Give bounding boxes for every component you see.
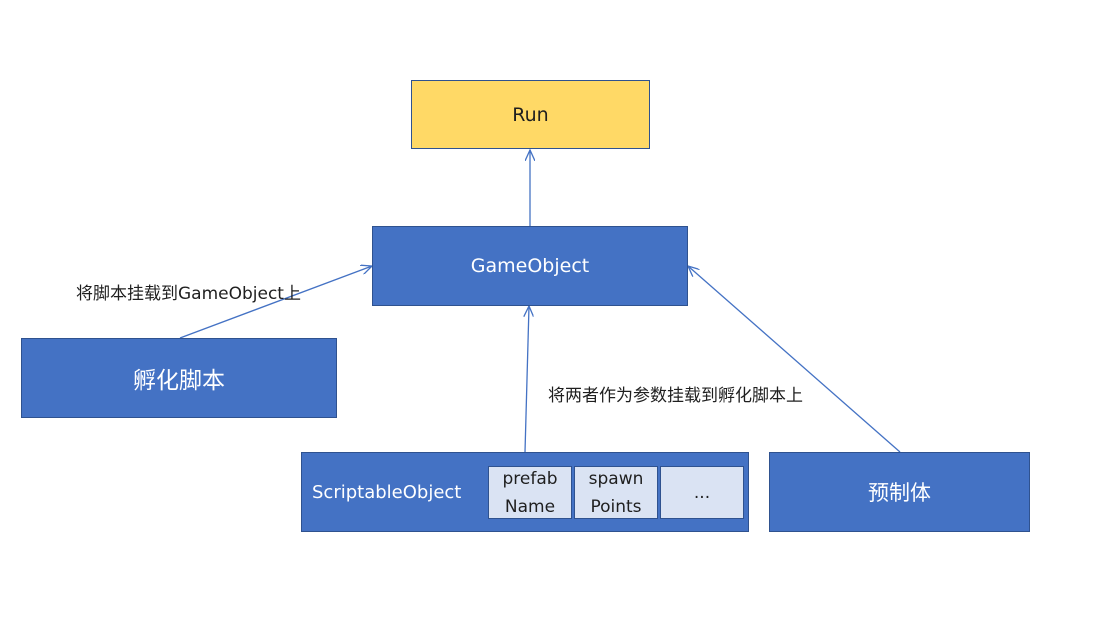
so-cell-more: ... bbox=[660, 466, 744, 519]
edge-prefab-to-gameobject bbox=[688, 266, 901, 453]
edge-incubate-script-to-gameobject bbox=[179, 266, 372, 339]
so-cell-spawn-points-line1: spawn bbox=[588, 468, 644, 489]
run-label: Run bbox=[512, 103, 549, 126]
so-cell-spawn-points-line2: Points bbox=[590, 496, 642, 517]
so-cell-prefab-name-line1: prefab bbox=[502, 468, 558, 489]
run-node: Run bbox=[411, 80, 650, 149]
prefab-label: 预制体 bbox=[868, 481, 931, 505]
gameobject-label: GameObject bbox=[470, 255, 590, 277]
prefab-node: 预制体 bbox=[769, 452, 1030, 532]
so-cell-more-label: ... bbox=[693, 482, 711, 503]
edge-scriptable-object-to-gameobject bbox=[525, 306, 529, 453]
incubate-script-label: 孵化脚本 bbox=[133, 368, 225, 394]
so-cell-spawn-points: spawn Points bbox=[574, 466, 658, 519]
scriptable-object-label: ScriptableObject bbox=[312, 482, 462, 503]
so-cell-prefab-name-line2: Name bbox=[504, 496, 556, 517]
edge-label-both-to-script: 将两者作为参数挂载到孵化脚本上 bbox=[548, 386, 803, 406]
edge-label-script-to-gameobject: 将脚本挂载到GameObject上 bbox=[76, 284, 301, 304]
so-cell-prefab-name: prefab Name bbox=[488, 466, 572, 519]
incubate-script-node: 孵化脚本 bbox=[21, 338, 337, 418]
gameobject-node: GameObject bbox=[372, 226, 688, 306]
